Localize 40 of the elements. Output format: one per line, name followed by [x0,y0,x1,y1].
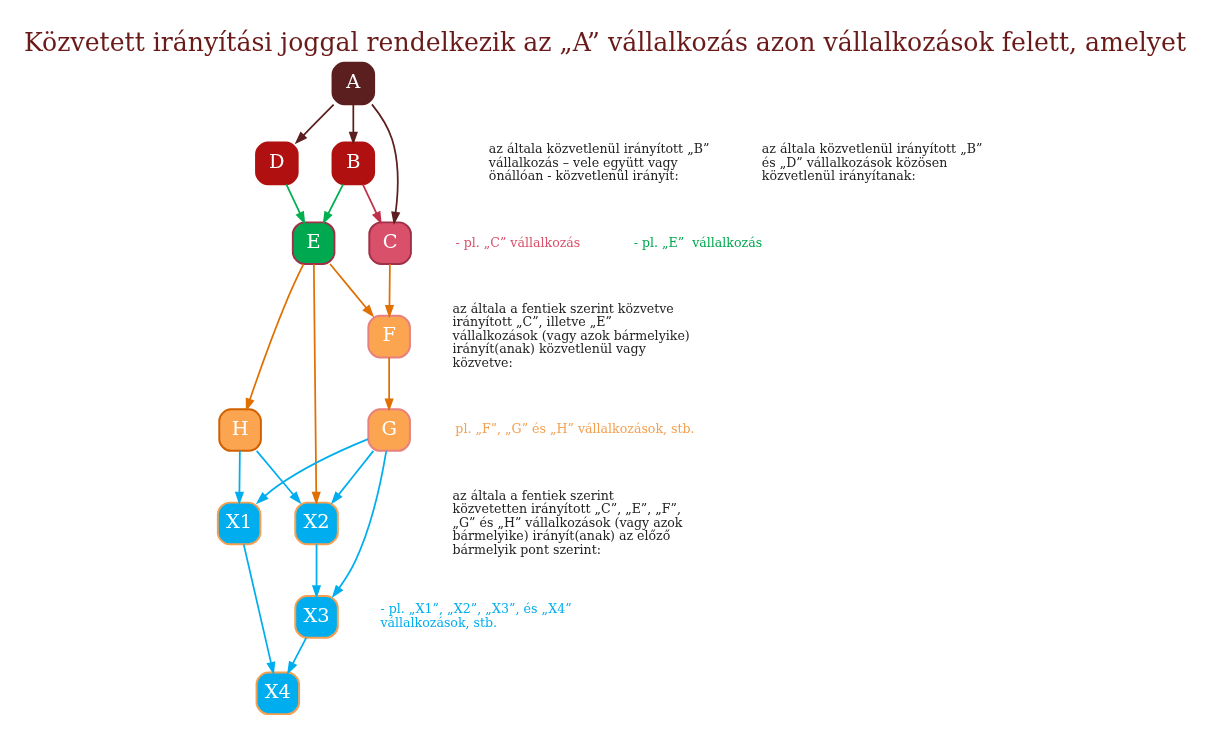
label: - pl. „E” vállalkozás [633,234,763,249]
node-box: D [255,141,299,185]
arrow [255,449,302,504]
arrow [330,449,375,504]
node-box: X3 [294,594,339,639]
node-box: B [331,141,376,185]
label: - pl. „C” vállalkozás [455,234,581,249]
arrow [242,542,276,675]
label: az általa közvetlenül irányított „B” vállalkozás – vele együtt vagy önállóan - közvetlenül irányít: [488,140,710,183]
arrow [331,449,388,598]
arrow [285,183,306,225]
node-box: F [367,314,411,358]
node-box: H [218,407,262,452]
arrow [287,636,308,675]
node-box: C [368,220,412,265]
arrow [348,103,358,145]
node-box: X4 [255,671,301,715]
arrow [384,356,394,412]
arrow [384,262,395,318]
node-box: X1 [216,501,262,545]
arrow [255,437,369,504]
diagram-title: Közvetett irányítási joggal rendelkezik az „A” vállalkozás azon vállalkozások felett, amelyet [23,27,1187,57]
arrow [371,103,401,225]
arrow [245,262,305,411]
arrow [322,183,344,225]
node-box: G [367,407,411,452]
node-box: E [291,220,336,265]
label: az általa a fentiek szerint közvetetten irányított „C”, „E”, „F”, „G” és „H” vállalkozások (vagy azok bármelyike) irányít(anak) az előző bármelyik pont szerint: [452,487,683,557]
arrow [294,103,335,144]
arrow [311,542,322,598]
label: pl. „F”, „G” és „H” vállalkozások, stb. [455,420,695,436]
arrow [311,262,321,505]
arrow [361,183,382,225]
label: az általa közvetlenül irányított „B” és „D” vállalkozások közösen közvetlenül irányítanak: [761,140,983,183]
node-box: X2 [294,501,339,545]
arrow [329,262,375,318]
arrow [234,449,245,505]
label: - pl. „X1”, „X2”, „X3”, és „X4” vállalkozások, stb. [380,600,572,630]
node-box: A [331,61,376,105]
label: az általa a fentiek szerint közvetve irányított „C”, illetve „E” vállalkozások (vagy azok bármelyike) irányít(anak) közvetlenül vagy közvetve: [452,300,690,370]
